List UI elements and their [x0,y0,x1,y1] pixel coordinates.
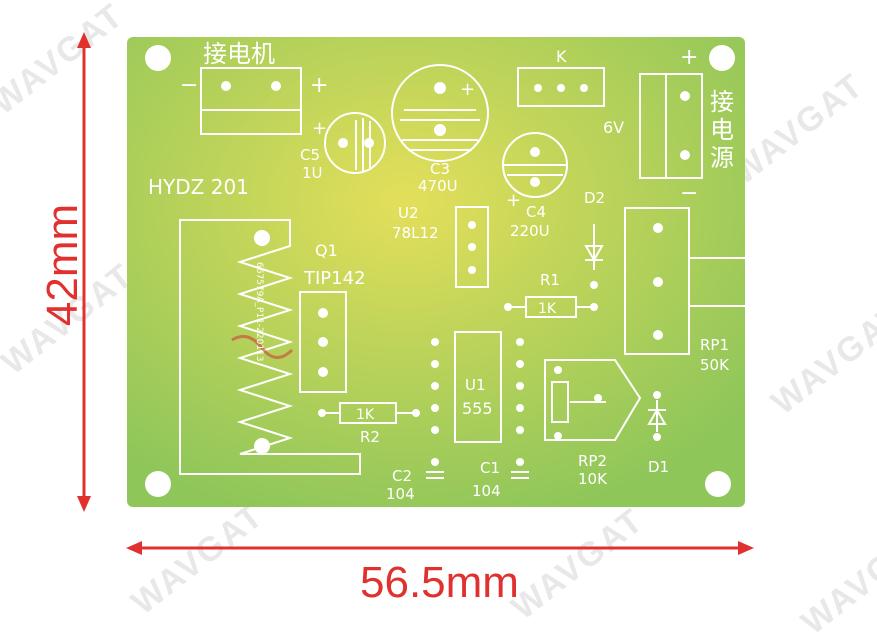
c1-value: 104 [472,482,501,500]
power-connector [639,73,703,179]
c5-plus: + [312,118,327,139]
c2-value: 104 [386,485,415,503]
heatsink-hole [254,438,270,454]
power-plus: + [680,45,698,70]
u1-name: U1 [465,376,486,394]
motor-plus: + [310,73,328,98]
r2-name: R2 [360,428,380,446]
c5-outline [324,112,386,174]
c5-value: 1U [302,164,323,182]
power-label-mid: 电 [710,116,734,144]
q1-value: TIP142 [303,268,366,289]
dimension-arrows [77,32,754,555]
r1-value: 1K [538,301,557,317]
rp1-name: RP1 [700,336,729,354]
motor-label: 接电机 [203,40,275,68]
rp2-name: RP2 [578,452,607,470]
c5-name: C5 [300,146,320,164]
rp2-value: 10K [578,470,608,488]
rp2-outline [544,359,642,441]
pcb-substrate [127,37,745,507]
voltage-label: 6V [603,118,624,137]
power-label-top: 接 [710,88,734,116]
c4-plus: + [506,190,521,211]
r1-name: R1 [540,271,560,289]
r2-value: 1K [356,407,375,423]
board-title: HYDZ 201 [148,175,249,199]
c3-value: 470U [418,177,458,195]
marker-streak [231,334,294,359]
motor-connector [200,67,302,135]
u1-outline [454,331,502,443]
u1-value: 555 [462,399,493,418]
mount-hole [709,45,735,71]
q1-outline [299,291,347,393]
c3-outline [391,64,489,162]
c4-value: 220U [510,222,550,240]
k-connector [517,67,605,107]
power-minus: − [680,181,698,206]
c3-name: C3 [430,160,450,178]
c2-name: C2 [392,467,412,485]
c1-name: C1 [480,459,500,477]
heatsink-outline [179,219,361,475]
c4-outline [502,132,568,198]
d1-name: D1 [648,458,669,476]
motor-minus: − [180,73,198,98]
u2-name: U2 [398,204,419,222]
c4-name: C4 [526,203,546,221]
heatsink-hole [254,230,270,246]
rp1-value: 50K [700,356,730,374]
mount-hole [145,471,171,497]
power-label-bot: 源 [710,144,734,172]
mount-hole [145,45,171,71]
d2-name: D2 [584,189,605,207]
rp1-shaft [688,257,748,307]
pcb-board: 接电机 − + HYDZ 201 K + − 接 电 源 6V + + + C5… [127,37,748,507]
width-dimension-label: 56.5mm [360,558,519,607]
serial-number: 667579A_P11-220113 [254,262,264,362]
u2-value: 78L12 [392,224,439,242]
q1-name: Q1 [315,241,338,260]
k-label: K [556,47,567,66]
c3-plus: + [460,79,475,100]
mount-hole [705,471,731,497]
u2-outline [455,206,489,288]
